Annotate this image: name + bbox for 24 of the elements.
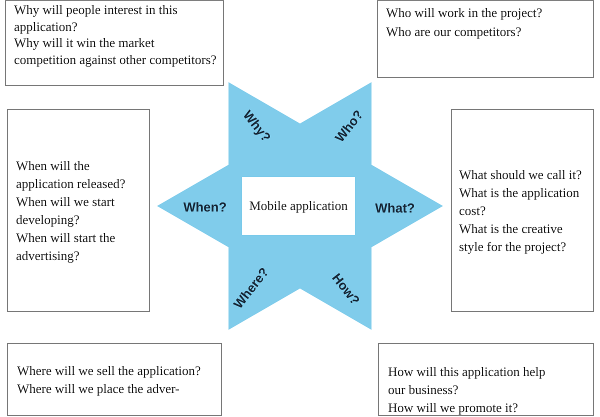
question-text: Why will people interest in this application? <box>14 2 179 35</box>
center-box: Mobile application <box>242 177 355 235</box>
question-text: When will the application released? <box>16 156 126 192</box>
arm-label: What? <box>375 200 415 216</box>
question-text: How will this application help our business? <box>388 363 546 399</box>
question-text: What should we call it? <box>459 166 583 184</box>
question-box <box>7 343 222 416</box>
question-text: How will we promote it? <box>388 399 519 417</box>
question-box <box>378 343 594 416</box>
question-text: Who are our competitors? <box>386 23 522 41</box>
question-text: When will start the advertising? <box>16 228 116 264</box>
question-text: Why will it win the market competition against other competitors? <box>14 35 217 68</box>
question-text: Where will we sell the application? <box>17 362 202 380</box>
question-text: Where will we place the adver- <box>17 380 181 398</box>
question-box <box>5 0 224 86</box>
arm-label: When? <box>183 200 227 214</box>
six-pointed-star <box>157 82 443 330</box>
question-box <box>451 109 594 312</box>
question-text: When will we start developing? <box>16 192 116 228</box>
question-box <box>7 109 150 312</box>
question-text: What is the application cost? <box>459 184 580 220</box>
question-text: What is the creative style for the project? <box>459 220 568 256</box>
question-box <box>377 0 594 78</box>
question-text: Who will work in the project? <box>386 4 544 22</box>
